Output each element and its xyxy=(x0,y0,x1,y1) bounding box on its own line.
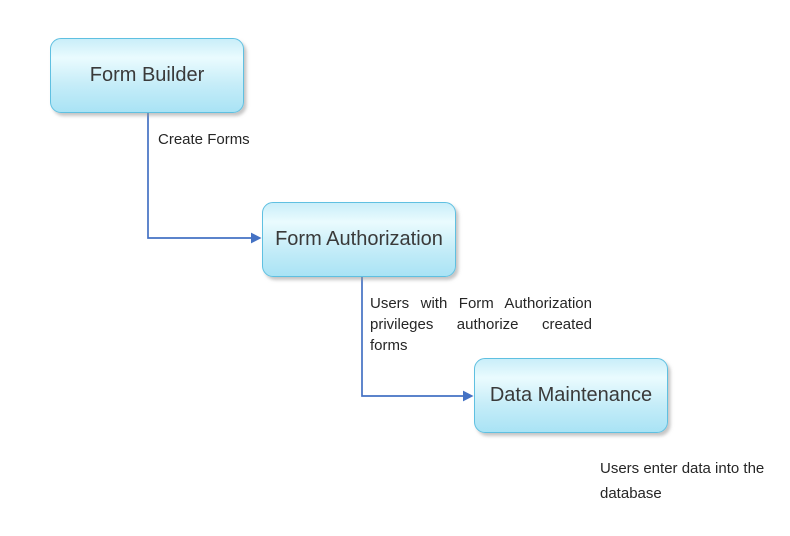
flow-node-form-builder: Form Builder xyxy=(50,38,244,113)
node-label: Form Authorization xyxy=(275,228,443,250)
flow-node-form-authorization: Form Authorization xyxy=(262,202,456,277)
note-users-enter-data: Users enter data into the database xyxy=(600,460,765,502)
connector-form-authorization-to-data-maintenance xyxy=(361,277,474,402)
arrowhead-icon xyxy=(251,232,262,244)
edge-label-create-forms: Create Forms xyxy=(158,131,250,148)
elbow-connector-line xyxy=(147,113,252,239)
arrowhead-icon xyxy=(463,390,474,402)
edge-label-authorize-forms: Users with Form Authorization privileges… xyxy=(370,295,592,354)
node-label: Form Builder xyxy=(89,64,205,86)
connector-form-builder-to-form-authorization xyxy=(147,113,262,244)
elbow-connector-line xyxy=(361,277,464,397)
node-label: Data Maintenance xyxy=(489,384,653,406)
flow-node-data-maintenance: Data Maintenance xyxy=(474,358,668,433)
